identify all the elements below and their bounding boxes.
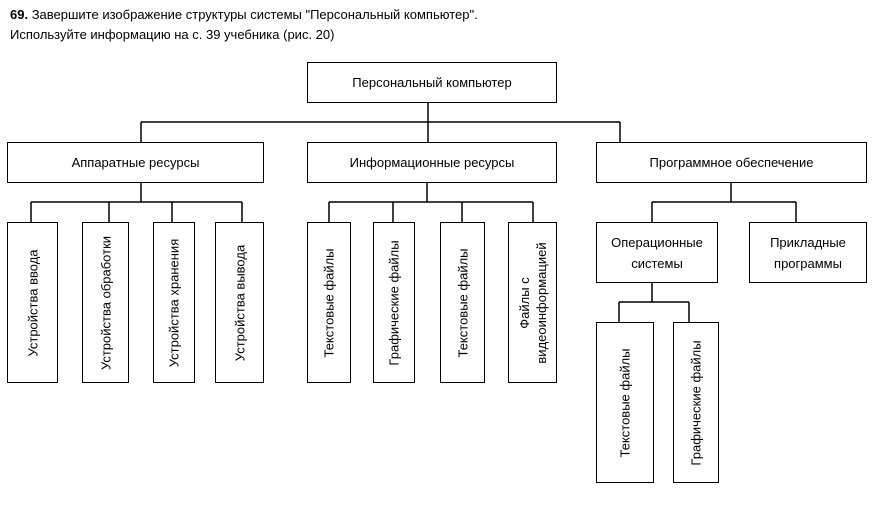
software-node: Программное обеспечение: [596, 142, 867, 183]
task-heading: 69. Завершите изображение структуры сист…: [10, 5, 478, 45]
task-line-1: 69. Завершите изображение структуры сист…: [10, 5, 478, 25]
software-label: Программное обеспечение: [649, 155, 814, 170]
os-label-line-2: системы: [631, 255, 683, 271]
apps-node: Прикладные программы: [749, 222, 867, 283]
hardware-child-label: Устройства ввода: [25, 248, 40, 357]
hardware-child-label: Устройства хранения: [166, 238, 182, 367]
os-label-line-1: Операционные: [611, 234, 703, 250]
information-child-label: Текстовые файлы: [455, 247, 470, 358]
information-child-node: Графические файлы: [373, 222, 415, 383]
information-child-node: Текстовые файлы: [307, 222, 351, 383]
apps-label-line-2: программы: [774, 255, 842, 271]
task-text: Завершите изображение структуры системы …: [28, 7, 478, 22]
hardware-child-label: Устройства вывода: [232, 244, 247, 361]
video-files-line-2: видеоинформацией: [533, 241, 549, 364]
task-number: 69.: [10, 7, 29, 22]
information-child-label: Графические файлы: [386, 239, 402, 366]
hardware-child-node: Устройства ввода: [7, 222, 58, 383]
task-line-2: Используйте информацию на с. 39 учебника…: [10, 27, 335, 42]
os-child-node: Текстовые файлы: [596, 322, 654, 483]
information-label: Информационные ресурсы: [349, 155, 515, 170]
hardware-node: Аппаратные ресурсы: [7, 142, 264, 183]
video-files-line-1: Файлы с: [516, 276, 532, 329]
information-child-label: Файлы с видеоинформацией: [516, 242, 550, 363]
root-label: Персональный компьютер: [352, 75, 512, 90]
os-child-label: Графические файлы: [688, 339, 704, 466]
hardware-child-label: Устройства обработки: [98, 235, 113, 370]
root-node: Персональный компьютер: [307, 62, 557, 103]
os-child-label: Текстовые файлы: [617, 347, 633, 458]
information-child-node: Файлы с видеоинформацией: [508, 222, 557, 383]
hardware-label: Аппаратные ресурсы: [71, 155, 200, 170]
information-child-node: Текстовые файлы: [440, 222, 485, 383]
information-node: Информационные ресурсы: [307, 142, 557, 183]
os-node: Операционные системы: [596, 222, 718, 283]
hardware-child-node: Устройства хранения: [153, 222, 195, 383]
information-child-label: Текстовые файлы: [321, 247, 337, 358]
os-child-node: Графические файлы: [673, 322, 719, 483]
hardware-child-node: Устройства обработки: [82, 222, 129, 383]
hardware-child-node: Устройства вывода: [215, 222, 264, 383]
apps-label-line-1: Прикладные: [770, 234, 846, 250]
